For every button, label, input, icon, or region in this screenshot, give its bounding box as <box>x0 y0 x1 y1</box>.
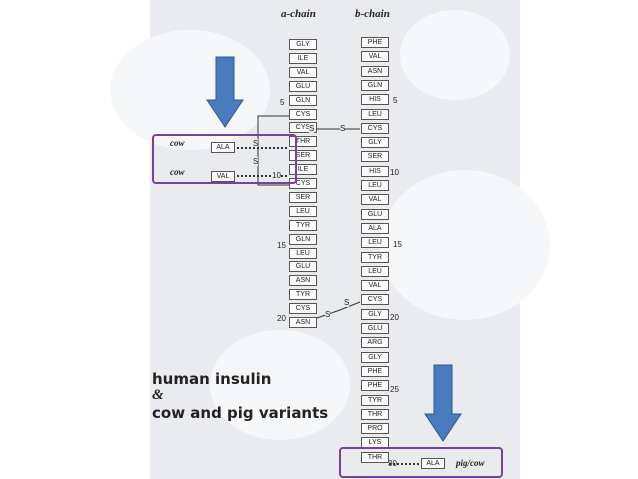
a-chain-residue-4: GLU <box>289 80 317 92</box>
a-chain-residue-8: THR <box>289 136 317 148</box>
sulfur-label: S <box>309 124 315 133</box>
b-chain-residue-20: GLY <box>361 308 389 320</box>
a-chain-residue-12: SER <box>289 191 317 203</box>
b-chain-residue-15: LEU <box>361 237 389 249</box>
variant-link <box>389 463 419 465</box>
a-number-5: 5 <box>280 98 285 107</box>
b-chain-residue-4: GLN <box>361 79 389 91</box>
a-chain-residue-1: GLY <box>289 39 317 50</box>
b-chain-residue-7: CYS <box>361 122 389 134</box>
sulfur-label: S <box>253 139 259 148</box>
scanned-figure <box>110 0 550 479</box>
b-chain-residue-1: PHE <box>361 37 389 48</box>
caption-line-3: cow and pig variants <box>152 404 329 422</box>
b-chain-residue-9: SER <box>361 151 389 163</box>
b-chain-residue-3: ASN <box>361 65 389 77</box>
variant-residue-val: VAL <box>211 171 235 182</box>
b-chain-residue-19: CYS <box>361 294 389 306</box>
b-chain-residue-21: GLU <box>361 323 389 334</box>
b-number-20: 20 <box>390 313 399 322</box>
down-arrow-icon <box>206 56 244 128</box>
caption-line-1: human insulin <box>152 370 272 388</box>
b-chain-residue-28: PRO <box>361 423 389 435</box>
variant-link <box>237 147 287 149</box>
b-chain-residue-27: THR <box>361 408 389 420</box>
b-number-25: 25 <box>390 385 399 394</box>
a-number-20: 20 <box>277 314 286 323</box>
a-chain-residue-7: CYS <box>289 122 317 134</box>
b-chain-residue-8: GLY <box>361 137 389 149</box>
variant-residue-ala: ALA <box>211 142 235 153</box>
b-chain-residue-25: PHE <box>361 380 389 392</box>
b-chain-residue-26: TYR <box>361 394 389 406</box>
b-number-5: 5 <box>393 96 398 105</box>
b-chain-residue-10: HIS <box>361 165 389 177</box>
b-chain-residue-12: VAL <box>361 194 389 206</box>
b-chain-residue-30: THR <box>361 451 389 463</box>
a-number-10: 10 <box>272 171 281 180</box>
a-chain-residue-21: ASN <box>289 317 317 328</box>
b-chain-residue-6: LEU <box>361 108 389 120</box>
b-chain-residue-18: VAL <box>361 280 389 292</box>
a-chain-residue-14: TYR <box>289 219 317 231</box>
b-chain-header: b-chain <box>355 8 390 20</box>
b-chain-residue-2: VAL <box>361 51 389 63</box>
a-chain-residue-13: LEU <box>289 205 317 217</box>
b-chain-residue-22: ARG <box>361 337 389 349</box>
interchain-bond-a20-b19 <box>316 301 361 319</box>
a-number-15: 15 <box>277 241 286 250</box>
a-chain-residue-5: GLN <box>289 94 317 106</box>
variant-label-cow: cow <box>170 167 185 177</box>
a-chain-residue-3: VAL <box>289 66 317 78</box>
b-chain-residue-17: LEU <box>361 265 389 277</box>
sulfur-label: S <box>340 124 346 133</box>
sulfur-label: S <box>344 298 350 307</box>
sulfur-label: S <box>325 310 331 319</box>
highlight-box-a-chain-variants <box>152 134 297 184</box>
caption-line-2: & <box>152 387 164 403</box>
variant-label-pig-cow: pig/cow <box>456 458 485 468</box>
intrachain-bond-a6-a11 <box>257 115 289 186</box>
highlight-box-b30-variant <box>339 447 503 478</box>
b-number-10: 10 <box>390 168 399 177</box>
a-chain-residue-19: TYR <box>289 289 317 301</box>
variant-link <box>237 175 287 177</box>
a-chain-residue-18: ASN <box>289 275 317 287</box>
a-chain-residue-2: ILE <box>289 52 317 64</box>
a-chain-residue-9: SER <box>289 150 317 162</box>
a-chain-residue-6: CYS <box>289 108 317 120</box>
a-chain-residue-17: GLU <box>289 261 317 273</box>
b-chain-residue-5: HIS <box>361 94 389 106</box>
b-chain-residue-24: PHE <box>361 365 389 377</box>
b-chain-residue-11: LEU <box>361 180 389 191</box>
b-chain-residue-13: GLU <box>361 208 389 220</box>
b-number-15: 15 <box>393 240 402 249</box>
a-chain-residue-16: LEU <box>289 247 317 259</box>
a-chain-residue-10: ILE <box>289 164 317 176</box>
b-chain-residue-16: TYR <box>361 251 389 263</box>
a-chain-header: a-chain <box>281 8 316 20</box>
sulfur-label: S <box>253 157 259 166</box>
variant-residue-ala-b30: ALA <box>421 458 445 469</box>
a-chain-residue-15: GLN <box>289 233 317 245</box>
down-arrow-icon <box>424 364 462 442</box>
b-chain-residue-14: ALA <box>361 222 389 234</box>
variant-label-cow: cow <box>170 138 185 148</box>
a-chain-residue-20: CYS <box>289 303 317 315</box>
b-chain-residue-23: GLY <box>361 351 389 363</box>
